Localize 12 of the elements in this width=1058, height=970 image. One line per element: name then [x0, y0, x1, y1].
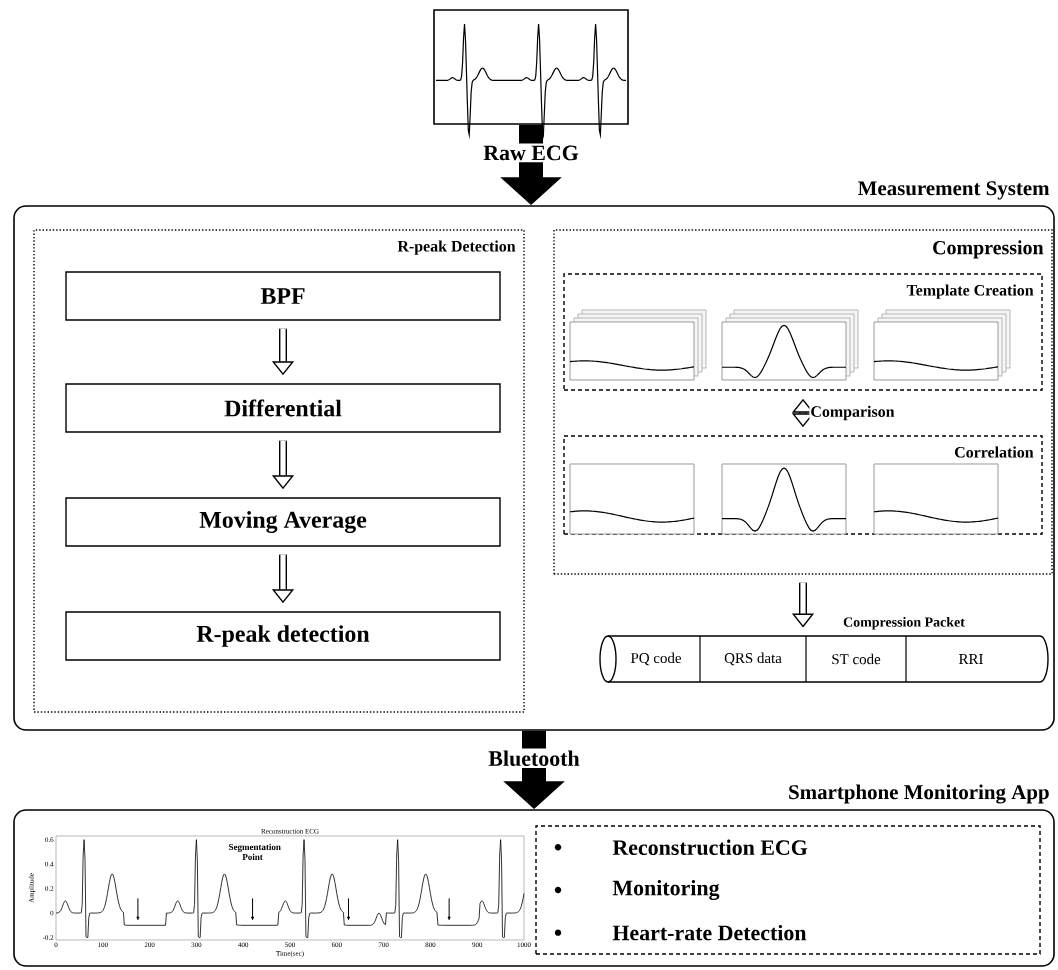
list-item: Reconstruction ECG: [612, 839, 808, 856]
edge-label: Bluetooth: [486, 748, 582, 768]
list-item: Monitoring: [612, 880, 720, 900]
group-heading: Compression: [933, 240, 1044, 259]
panel-heading: Measurement System: [858, 181, 1050, 200]
panel-heading: Smartphone Monitoring App: [789, 784, 1049, 804]
process-box: Differential: [65, 383, 501, 433]
process-box: R-peak detection: [65, 611, 501, 661]
process-box: Moving Average: [65, 497, 501, 547]
process-box: BPF: [65, 271, 501, 321]
edge-label: Raw ECG: [481, 143, 581, 163]
list-item: Heart-rate Detection: [612, 924, 807, 941]
